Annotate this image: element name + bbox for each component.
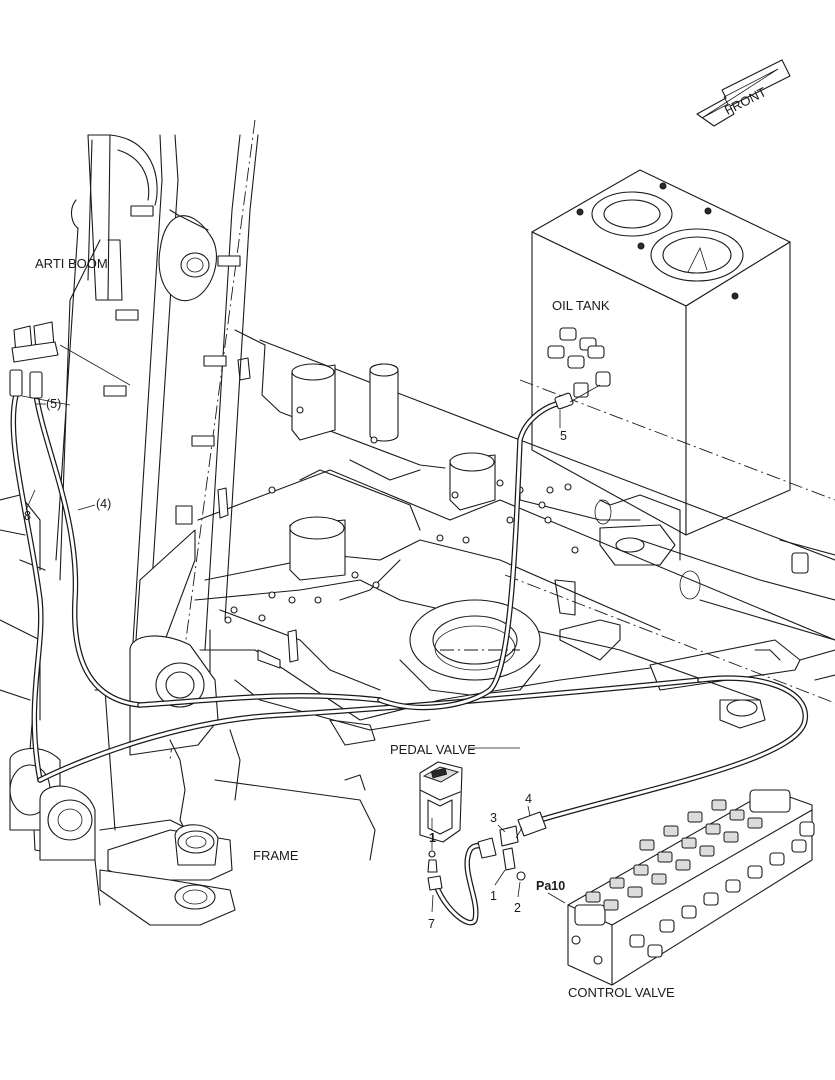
callout-5: 5 (560, 429, 567, 443)
callout-2: 2 (514, 901, 521, 915)
callout-1-top: 1 (429, 831, 436, 845)
front-arrow-icon: FRONT (696, 59, 791, 127)
oil-tank-label: OIL TANK (552, 298, 610, 313)
pedal-valve-label: PEDAL VALVE (390, 742, 476, 757)
callout-3: 3 (490, 811, 497, 825)
arti-boom (55, 134, 259, 691)
callout-4: 4 (525, 792, 532, 806)
arti-boom-label: ARTI BOOM (35, 256, 108, 271)
hoses-left (9, 321, 808, 823)
callout-1: 1 (490, 889, 497, 903)
frame-label: FRAME (253, 848, 299, 863)
control-valve-label: CONTROL VALVE (568, 985, 675, 1000)
callout-7: 7 (428, 917, 435, 931)
control-valve (567, 789, 815, 986)
leader-lines (25, 403, 566, 913)
callout-pa10: Pa10 (536, 879, 565, 893)
oil-tank (531, 169, 791, 536)
pedal-valve (419, 761, 463, 873)
callout-4-paren: (4) (96, 497, 111, 511)
callout-8: 8 (24, 509, 31, 523)
callout-5-paren: (5) (46, 397, 61, 411)
tank-fittings (554, 371, 611, 410)
boom-foot (0, 494, 376, 926)
